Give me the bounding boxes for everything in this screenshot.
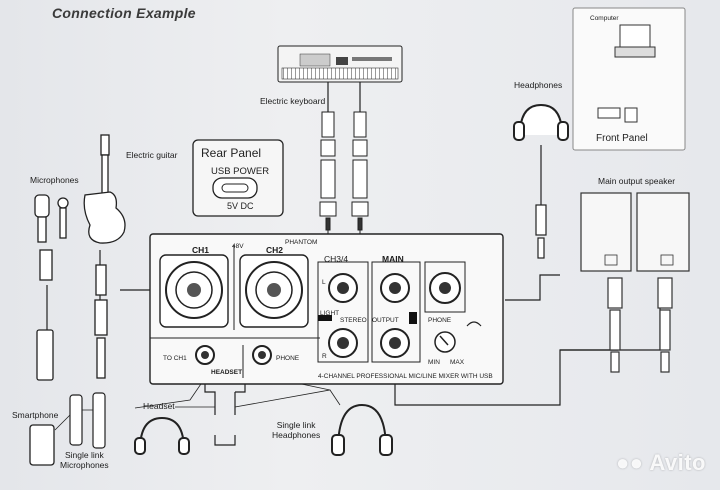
48v-label: 48V [232, 243, 244, 250]
rear-panel-label: Rear Panel [201, 146, 262, 160]
ch2-label: CH2 [266, 245, 284, 255]
headphones-top-icon [513, 103, 569, 259]
avito-watermark: ●● Avito [616, 450, 706, 476]
headset-label: Headset [143, 401, 175, 411]
electric-keyboard-label: Electric keyboard [260, 96, 326, 106]
min-label: MIN [428, 359, 440, 366]
microphones-label: Microphones [30, 175, 79, 185]
electric-guitar-icon [83, 134, 126, 379]
smartphone-icon [29, 424, 55, 466]
five-v-dc-label: 5V DC [227, 201, 254, 211]
single-link-headphones-label: Single link Headphones [272, 420, 321, 440]
main-output-speaker-label: Main output speaker [598, 176, 676, 186]
computer-label: Computer [590, 15, 619, 22]
ch1-label: CH1 [192, 245, 210, 255]
headset-icon [134, 416, 190, 455]
smartphone-label: Smartphone [12, 410, 59, 420]
output-label: OUTPUT [372, 317, 399, 324]
watermark-text: Avito [649, 450, 706, 475]
light-label: LIGHT [320, 310, 340, 317]
electric-keyboard-icon [277, 45, 403, 83]
mixer-footer-label: 4-CHANNEL PROFESSIONAL MIC/LINE MIXER WI… [318, 373, 493, 380]
rear-panel-box [192, 139, 284, 217]
single-link-microphones-label: Single link Microphones [60, 450, 109, 470]
headset-jack-label: HEADSET [211, 369, 243, 376]
to-ch1-label: TO CH1 [163, 355, 187, 362]
mixer-body [149, 233, 504, 385]
right-channel-label: R [322, 353, 327, 360]
left-channel-label: L [322, 279, 326, 286]
usb-power-label: USB POWER [211, 166, 270, 177]
phone-jack-label: PHONE [276, 355, 300, 362]
watermark-dots-icon: ●● [615, 450, 644, 475]
single-link-microphones-icon [69, 392, 106, 449]
main-output-speakers-icon [580, 192, 690, 373]
diagram-title: Connection Example [52, 5, 196, 21]
main-label: MAIN [382, 254, 404, 264]
microphones-icon [34, 194, 69, 381]
max-label: MAX [450, 359, 465, 366]
electric-guitar-label: Electric guitar [126, 150, 178, 160]
computer-icon [572, 7, 686, 151]
keyboard-jack-plugs-icon [319, 111, 369, 260]
single-link-headphones-icon [331, 403, 393, 456]
ch34-label: CH3/4 [324, 254, 349, 264]
headphones-top-label: Headphones [514, 80, 563, 90]
phone-level-label: PHONE [428, 317, 452, 324]
front-panel-label: Front Panel [596, 133, 648, 144]
stereo-label: STEREO [340, 317, 367, 324]
phantom-label: PHANTOM [285, 239, 318, 246]
